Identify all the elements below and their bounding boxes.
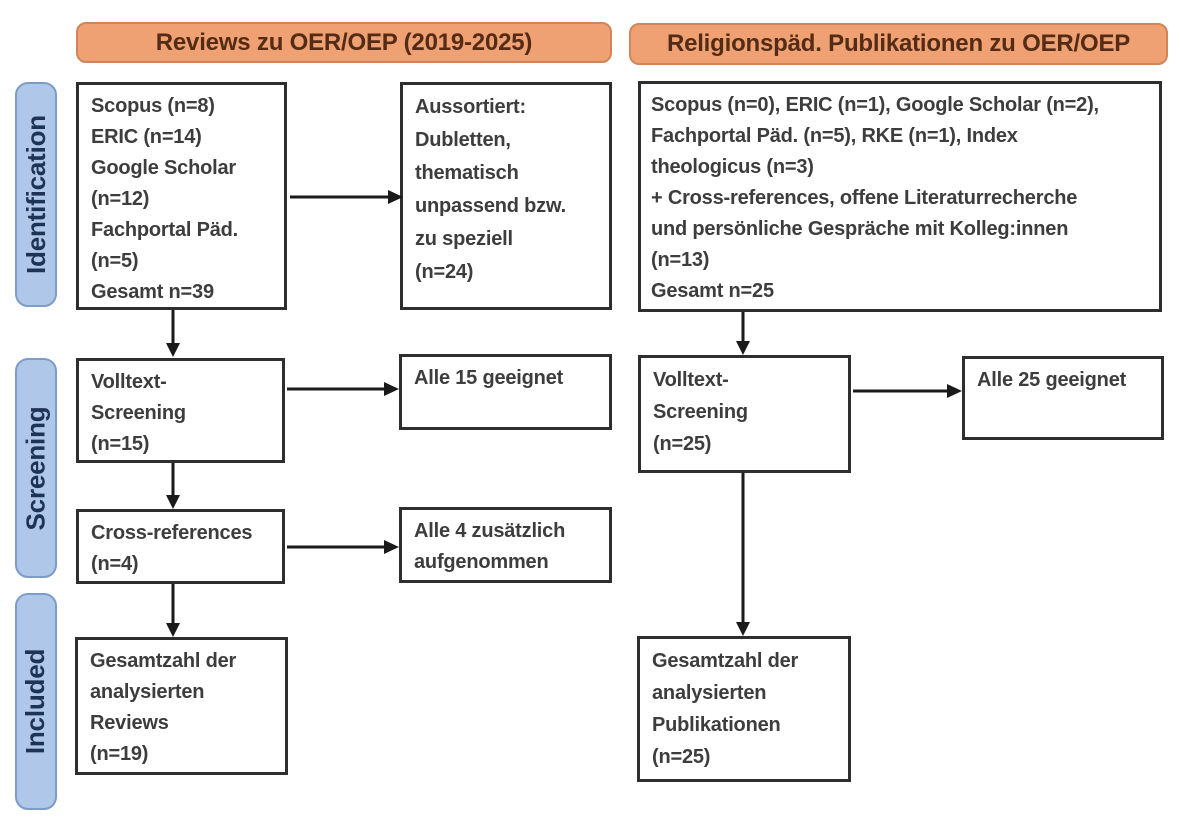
box-left-fulltext-screening: Volltext- Screening (n=15) [76, 358, 285, 463]
box-left-identification: Scopus (n=8) ERIC (n=14) Google Scholar … [76, 82, 287, 310]
stage-label-identification-text: Identification [20, 115, 51, 274]
box-left-crossref: Cross-references (n=4) [76, 509, 285, 584]
stage-label-identification: Identification [15, 82, 57, 307]
arrowhead-right-id-to-fulltext [736, 341, 750, 355]
box-right-identification: Scopus (n=0), ERIC (n=1), Google Scholar… [638, 81, 1162, 312]
arrowhead-right-fulltext-to-included [736, 622, 750, 636]
stage-label-included-text: Included [20, 648, 51, 755]
arrowhead-left-id-to-fulltext [166, 343, 180, 357]
stage-label-screening-text: Screening [20, 406, 51, 530]
arrowhead-left-crossref-to-result [384, 540, 399, 554]
column-header-religionspaed: Religionspäd. Publikationen zu OER/OEP [629, 23, 1168, 65]
column-header-reviews-label: Reviews zu OER/OEP (2019-2025) [155, 28, 533, 56]
box-left-excluded: Aussortiert: Dubletten, thematisch unpas… [400, 82, 612, 310]
arrowhead-left-crossref-to-included [166, 623, 180, 637]
arrowhead-left-fulltext-to-result [384, 382, 399, 396]
box-right-included-total: Gesamtzahl der analysierten Publikatione… [637, 636, 851, 782]
box-left-crossref-result: Alle 4 zusätzlich aufgenommen [399, 507, 612, 583]
arrowhead-left-fulltext-to-crossref [166, 495, 180, 509]
stage-label-included: Included [15, 593, 57, 810]
box-right-fulltext-result: Alle 25 geeignet [962, 356, 1164, 440]
stage-label-screening: Screening [15, 358, 57, 578]
box-right-fulltext-screening: Volltext- Screening (n=25) [638, 355, 851, 473]
column-header-religionspaed-label: Religionspäd. Publikationen zu OER/OEP [666, 30, 1131, 57]
box-left-included-total: Gesamtzahl der analysierten Reviews (n=1… [75, 637, 288, 775]
box-left-fulltext-result: Alle 15 geeignet [399, 354, 612, 430]
arrowhead-right-fulltext-to-result [947, 384, 962, 398]
column-header-reviews: Reviews zu OER/OEP (2019-2025) [76, 22, 612, 63]
